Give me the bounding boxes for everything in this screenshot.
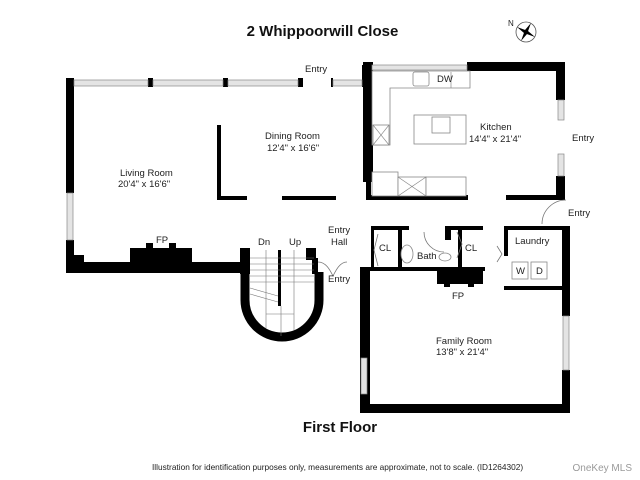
entry-label-front: Entry (328, 274, 351, 285)
door-swings (317, 199, 567, 277)
living-room-dims: 20'4" x 16'6" (118, 179, 171, 190)
mls-watermark: OneKey MLS (572, 463, 632, 474)
family-room-dims: 13'8" x 21'4" (436, 347, 489, 358)
living-room-name: Living Room (120, 168, 173, 179)
dining-room-dims: 12'4" x 16'6" (267, 143, 320, 154)
kitchen-dims: 14'4" x 21'4" (469, 134, 522, 145)
entry-hall-line1: Entry (328, 225, 351, 236)
laundry-label: Laundry (515, 236, 550, 247)
disclaimer-text: Illustration for identification purposes… (152, 462, 524, 472)
dishwasher-label: DW (437, 74, 453, 85)
fireplace-family-label: FP (452, 291, 465, 302)
kitchen-counters (371, 70, 471, 197)
windows (66, 64, 570, 395)
entry-label-kitchen-side: Entry (572, 133, 595, 144)
washer-label: W (516, 266, 525, 277)
family-room-name: Family Room (436, 336, 492, 347)
stairs-up-label: Up (289, 237, 302, 248)
kitchen-name: Kitchen (480, 122, 512, 133)
kitchen-fixture-marks (372, 72, 452, 197)
closet-label-2: CL (465, 243, 478, 254)
compass-north-label: N (508, 19, 514, 28)
dining-room-name: Dining Room (265, 131, 320, 142)
dryer-label: D (536, 266, 543, 277)
stairs-down-label: Dn (258, 237, 271, 248)
entry-hall-line2: Hall (331, 237, 348, 248)
fireplace-living-label: FP (156, 235, 169, 246)
bath-fixtures (400, 244, 548, 280)
entry-label-kitchen-corner: Entry (568, 208, 591, 219)
walls (66, 62, 570, 413)
stair-tower-wall (240, 272, 324, 342)
compass-rose-icon (515, 21, 537, 43)
closet-label-1: CL (379, 243, 392, 254)
stair-treads (249, 250, 314, 336)
bath-label: Bath (417, 251, 437, 262)
entry-label-top: Entry (305, 64, 328, 75)
floor-label: First Floor (302, 419, 378, 436)
page-title: 2 Whippoorwill Close (246, 23, 399, 40)
